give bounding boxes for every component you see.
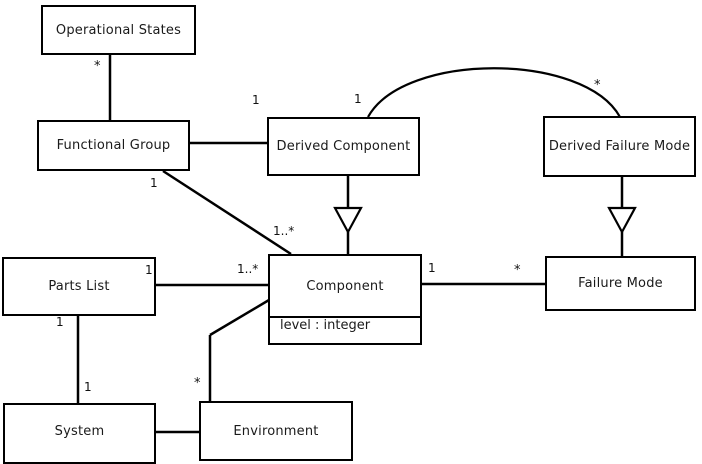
class-name-derived-failure-mode: Derived Failure Mode <box>548 139 691 154</box>
class-name-functional-group: Functional Group <box>56 138 171 153</box>
class-box-failure-mode[interactable]: Failure Mode <box>545 256 696 311</box>
multiplicity-operational-states-functional-group: * <box>94 59 101 74</box>
class-name-operational-states: Operational States <box>55 22 182 38</box>
class-attribute-component-level: level : integer <box>270 316 420 333</box>
multiplicity-environment-component: * <box>194 376 201 391</box>
class-name-system: System <box>54 424 105 439</box>
multiplicity-failure-mode-component: * <box>514 263 521 278</box>
multiplicity-system-parts-list: 1 <box>84 380 92 394</box>
class-box-derived-failure-mode[interactable]: Derived Failure Mode <box>543 116 696 177</box>
edge-derived-component-derived-failure-mode <box>367 67 621 118</box>
multiplicity-derived-failure-mode-arc: * <box>594 78 601 93</box>
class-box-parts-list[interactable]: Parts List <box>2 257 156 316</box>
edge-functional-group-component <box>162 169 292 256</box>
class-name-derived-component: Derived Component <box>276 139 411 154</box>
generalization-triangle-component <box>333 206 363 235</box>
multiplicity-component-parts-list: 1..* <box>237 262 259 276</box>
class-box-environment[interactable]: Environment <box>199 401 353 461</box>
class-name-component: Component <box>306 278 384 294</box>
class-name-failure-mode: Failure Mode <box>578 276 663 291</box>
generalization-triangle-failure-mode <box>607 206 637 235</box>
multiplicity-functional-group-derived-component: 1 <box>252 93 260 107</box>
multiplicity-component-failure-mode: 1 <box>428 261 436 275</box>
class-box-derived-component[interactable]: Derived Component <box>267 117 420 176</box>
class-box-system[interactable]: System <box>3 403 156 464</box>
multiplicity-parts-list-component: 1 <box>145 263 153 277</box>
class-box-operational-states[interactable]: Operational States <box>41 5 196 55</box>
multiplicity-component-functional-group: 1..* <box>273 224 295 238</box>
multiplicity-parts-list-system: 1 <box>56 315 64 329</box>
multiplicity-derived-component-arc: 1 <box>354 92 362 106</box>
class-box-functional-group[interactable]: Functional Group <box>37 120 190 171</box>
edge-environment-component-diagonal <box>209 298 270 337</box>
multiplicity-functional-group-component: 1 <box>150 176 158 190</box>
class-box-component[interactable]: Component level : integer <box>268 254 422 345</box>
class-name-parts-list: Parts List <box>48 279 110 294</box>
class-name-environment: Environment <box>233 423 319 439</box>
